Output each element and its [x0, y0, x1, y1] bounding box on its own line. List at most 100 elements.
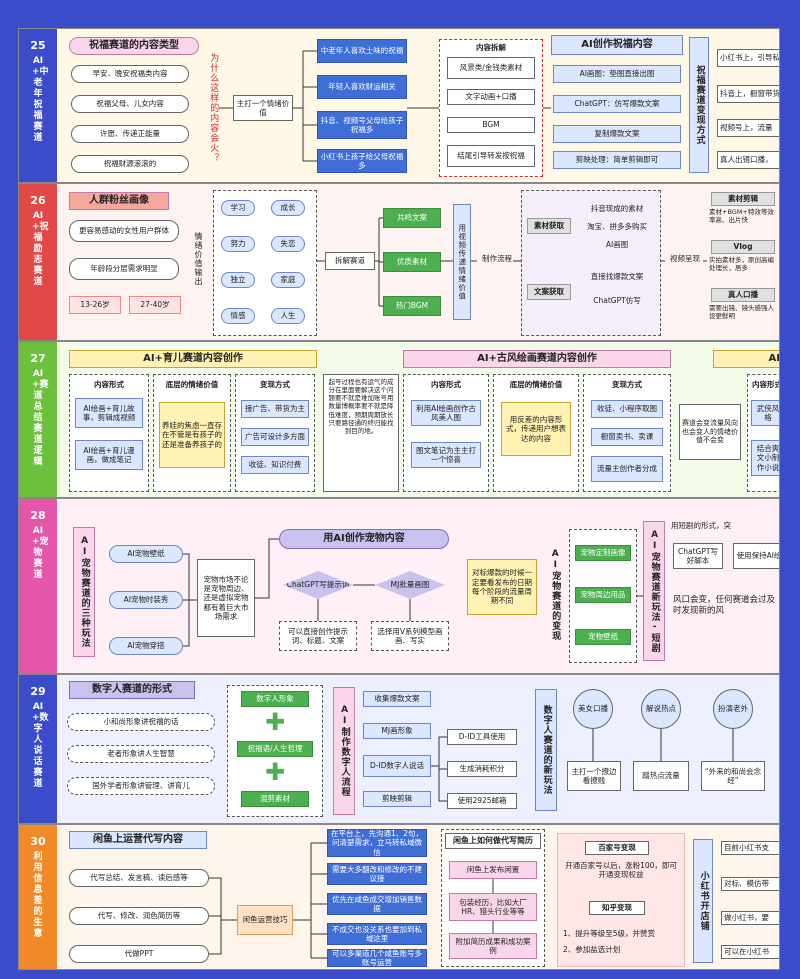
- diamond-step: MJ批量画图: [375, 571, 445, 599]
- section-number: 27: [30, 352, 46, 365]
- section-label: 27 AI+赛道总结赛道逻辑: [19, 342, 57, 497]
- new-play-desc: 蹭热点流量: [633, 761, 689, 791]
- split-item: 结尾引导转发按祝福: [447, 145, 535, 167]
- core-item: 共鸣文案: [383, 208, 441, 228]
- resume-title: 闲鱼上如何做代写简历: [445, 833, 541, 849]
- monetize-item: 宠物定制画像: [575, 545, 631, 561]
- wind-change-note: 风口会变，任何赛道会过及时发现新的风: [673, 595, 776, 616]
- ancient-header: AI+古风绘画赛道内容创作: [403, 350, 671, 368]
- age-tag: 27-40岁: [129, 296, 181, 314]
- emotion-tag: 失恋: [271, 236, 305, 252]
- col-item: 利用AI绘画创作古风美人图: [411, 400, 481, 426]
- reason-group: 抖音、视频号父母给孩子祝福多: [317, 111, 407, 139]
- section-label: 25 AI+中老年祝福赛道: [19, 29, 57, 182]
- form-item: 老者形象讲人生智慧: [67, 745, 215, 763]
- monetize-title: 祝福赛道变现方式: [689, 37, 709, 173]
- create-pet-title: 用AI创作宠物内容: [279, 529, 449, 549]
- ai-step: AI画图：垫图直接出图: [553, 65, 681, 83]
- baijia-box: [557, 833, 685, 967]
- col-box: [403, 374, 489, 492]
- xhs-item: 可以在小红书: [721, 945, 779, 959]
- section-number: 25: [30, 39, 46, 52]
- zhihu-step: 1、提升等级至5级，并赞赏: [563, 929, 656, 938]
- col-item: 图文笔记为主主打一个惊喜: [411, 442, 481, 468]
- baijia-desc: 开通百家号以后，涨粉100，即可开通变现权益: [565, 861, 677, 880]
- did-sub: D-ID工具使用: [447, 729, 517, 745]
- col-item: 接广告、带货为主: [241, 400, 309, 418]
- reason-group: 小红书上孩子给父母祝福多: [317, 149, 407, 173]
- section-30: 30 利用信息差的生意 闲鱼上运营代写内容 代写总结、发言稿、读后感等 代写、修…: [18, 824, 780, 970]
- ai-step: 复制爆款文案: [553, 125, 681, 143]
- page: 25 AI+中老年祝福赛道 祝福赛道的内容类型 早安、晚安祝福类内容 祝福父母、…: [18, 28, 780, 970]
- new-play-circle: 美女口播: [573, 689, 613, 729]
- service-item: 代写总结、发言稿、读后感等: [69, 869, 209, 887]
- flow-step: D-ID数字人说话: [363, 755, 431, 777]
- plus-icon: ✚: [264, 708, 286, 736]
- tip-item: 不成交也没关系也要加到私域这里: [327, 923, 427, 945]
- profile-item: 更容易感动的女性用户群体: [69, 220, 179, 242]
- tip-item: 可以多渠道几个咸鱼账号多账号运营: [327, 949, 427, 967]
- play-item: AI宠物壁纸: [109, 545, 183, 563]
- change-note: 赛道会变流量风向也会变人的情绪价值不会变: [679, 404, 741, 460]
- xhs-item: 对标、模仿带: [721, 877, 779, 891]
- section-27: 27 AI+赛道总结赛道逻辑 AI+育儿赛道内容创作 AI+古风绘画赛道内容创作…: [18, 341, 780, 498]
- middle-note-text: 起号过程也有运气的成分在里面要解决这个问题要不就是堆加账号用数量博概率要不就是降…: [328, 378, 394, 435]
- reason-group: 年轻人喜欢财运相关: [317, 75, 407, 99]
- section-label: 29 AI+数字人说话赛道: [19, 675, 57, 823]
- monetize-item: 宠物壁纸: [575, 629, 631, 645]
- material-item: 淘宝、拼多多购买: [587, 222, 647, 231]
- col-title: 内容形式: [94, 380, 124, 389]
- xhs-item: 做小红书，要: [721, 911, 779, 925]
- col-item: AI绘画+育儿漫画，做成笔记: [75, 440, 143, 470]
- col-item: AI绘画+育儿故事，剪辑成视频: [75, 398, 143, 428]
- xhs-store-title: 小红书开店铺: [693, 839, 713, 963]
- material-item: 抖音现成的素材: [590, 204, 644, 213]
- platform-item: 真人出镜口播，: [717, 151, 779, 169]
- xianyu-title: 闲鱼上运营代写内容: [69, 831, 207, 849]
- digital-forms-title: 数字人赛道的形式: [69, 681, 195, 699]
- section-label: 26 AI+祝福励志赛道: [19, 184, 57, 340]
- new-play-desc: “外来的和尚会念经”: [701, 761, 765, 791]
- type-item: 早安、晚安祝福类内容: [71, 65, 189, 83]
- flow-step: 剪映剪辑: [363, 791, 431, 807]
- combo-item: 祝福语/人生哲理: [237, 741, 313, 757]
- col-item: 广告可设计多方面: [241, 428, 309, 446]
- section-label: 30 利用信息差的生意: [19, 825, 57, 969]
- section-25: 25 AI+中老年祝福赛道 祝福赛道的内容类型 早安、晚安祝福类内容 祝福父母、…: [18, 28, 780, 183]
- content-split-title: 内容拆解: [476, 43, 506, 52]
- section-title: AI+赛道总结赛道逻辑: [32, 369, 49, 467]
- step-desc: 可以直接创作提示词、标题、文案: [279, 621, 357, 651]
- three-plays-title: AI宠物赛道的三种玩法: [73, 527, 95, 657]
- did-sub: 生成消耗积分: [447, 761, 517, 777]
- output-desc: 需要出镜、镜头感强人设更鲜明: [709, 304, 774, 321]
- resume-step: 包装经历，比如大厂HR、猎头行业等等: [449, 893, 537, 921]
- emotion-tag: 情感: [221, 308, 255, 324]
- shortplay-note: 用短剧的形式，突: [671, 521, 731, 530]
- combo-item: 混剪素材: [241, 791, 309, 807]
- zhihu-step: 2、参加盐选计划: [563, 945, 621, 954]
- type-item: 祝福财源滚滚的: [71, 155, 189, 173]
- emotional-value-center: 主打一个情绪价值: [233, 95, 293, 121]
- emotion-tag: 独立: [221, 272, 255, 288]
- play-item: AI宠物时装秀: [109, 591, 183, 609]
- copy-item: ChatGPT仿写: [593, 296, 641, 305]
- emotion-tag: 成长: [271, 200, 305, 216]
- type-item: 许愿、传递正能量: [71, 125, 189, 143]
- combo-item: 数字人形象: [241, 691, 309, 707]
- col-box: [69, 374, 149, 492]
- col-title: 内容形式: [431, 380, 461, 389]
- output-desc: 实拍素材多，原创高编处理长，居多: [709, 256, 774, 273]
- resume-step: 闲鱼上发布闲置: [449, 861, 537, 879]
- profile-item: 年龄段分层需求明显: [69, 258, 179, 280]
- type-item: 祝福父母、儿女内容: [71, 95, 189, 113]
- emotion-tag: 努力: [221, 236, 255, 252]
- col-item: 武侠风格: [751, 400, 779, 426]
- emotional-output-label: 情绪价值输出: [194, 232, 203, 286]
- service-item: 代做PPT: [69, 945, 209, 963]
- flow-title: AI制作数字人流程: [333, 687, 355, 815]
- baijia-title: 百家号变现: [585, 841, 649, 855]
- video-present-label: 视频呈现: [670, 254, 700, 263]
- col-item: 收徒、小程序取图: [591, 400, 663, 418]
- col-title: 变现方式: [260, 380, 290, 389]
- split-item: 文字动画+口播: [447, 89, 535, 105]
